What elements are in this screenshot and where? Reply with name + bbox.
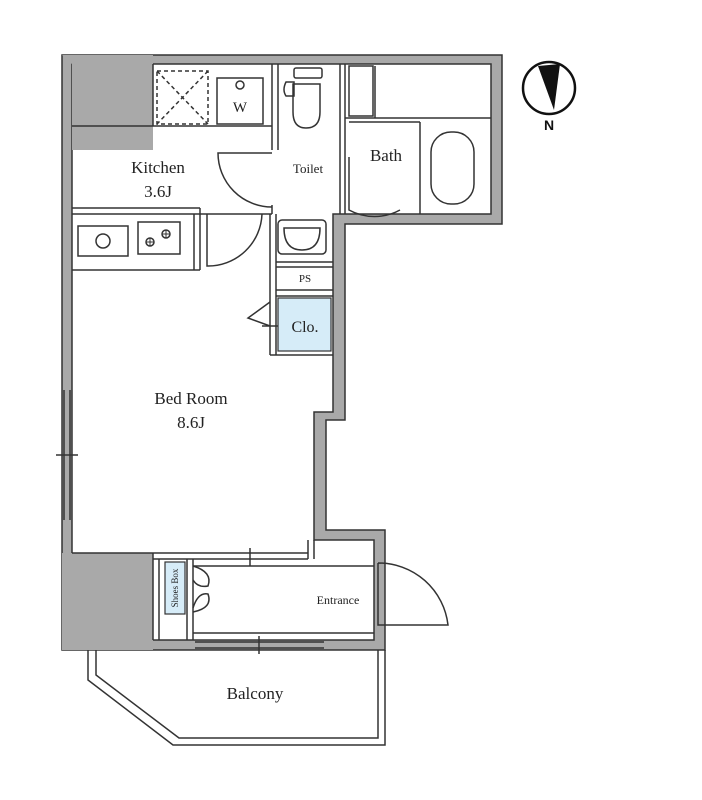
- bathtub: [430, 131, 475, 205]
- washer-label: W: [233, 100, 248, 116]
- stove: [77, 225, 129, 257]
- shoes-box-label: Shoes Box: [170, 568, 180, 607]
- entrance-label: Entrance: [317, 593, 360, 607]
- room-labels: Kitchen 3.6J W Toilet Bath PS Clo. Bed R…: [131, 100, 402, 703]
- fixtures: [77, 67, 475, 257]
- toilet-label: Toilet: [293, 161, 324, 176]
- bedroom-door: [206, 213, 263, 267]
- closet-label: Clo.: [291, 319, 318, 336]
- walls: [61, 54, 503, 651]
- kitchen-door: [217, 152, 273, 208]
- compass-label: N: [544, 117, 554, 133]
- kitchen-label: Kitchen: [131, 158, 185, 177]
- doors: [192, 152, 449, 626]
- cooktop: [137, 221, 181, 255]
- toilet-bowl: [292, 83, 321, 129]
- fridge: [156, 70, 209, 125]
- balcony-railing: [87, 650, 386, 746]
- partitions: [56, 64, 491, 654]
- washer: [216, 77, 264, 125]
- north-arrow-icon: [538, 64, 560, 110]
- balcony-label: Balcony: [227, 684, 284, 703]
- bath-label: Bath: [370, 146, 403, 165]
- bath-door: [348, 157, 401, 218]
- ps-label: PS: [299, 273, 311, 285]
- bedroom-label: Bed Room: [154, 389, 227, 408]
- closet-door: [246, 301, 271, 327]
- entrance-door: [377, 562, 449, 626]
- kitchen-size: 3.6J: [144, 182, 172, 201]
- north-compass: N: [521, 60, 577, 133]
- closet: [277, 297, 332, 352]
- wash-basin: [277, 219, 327, 255]
- shoes-box: [164, 561, 186, 615]
- bedroom-size: 8.6J: [177, 413, 205, 432]
